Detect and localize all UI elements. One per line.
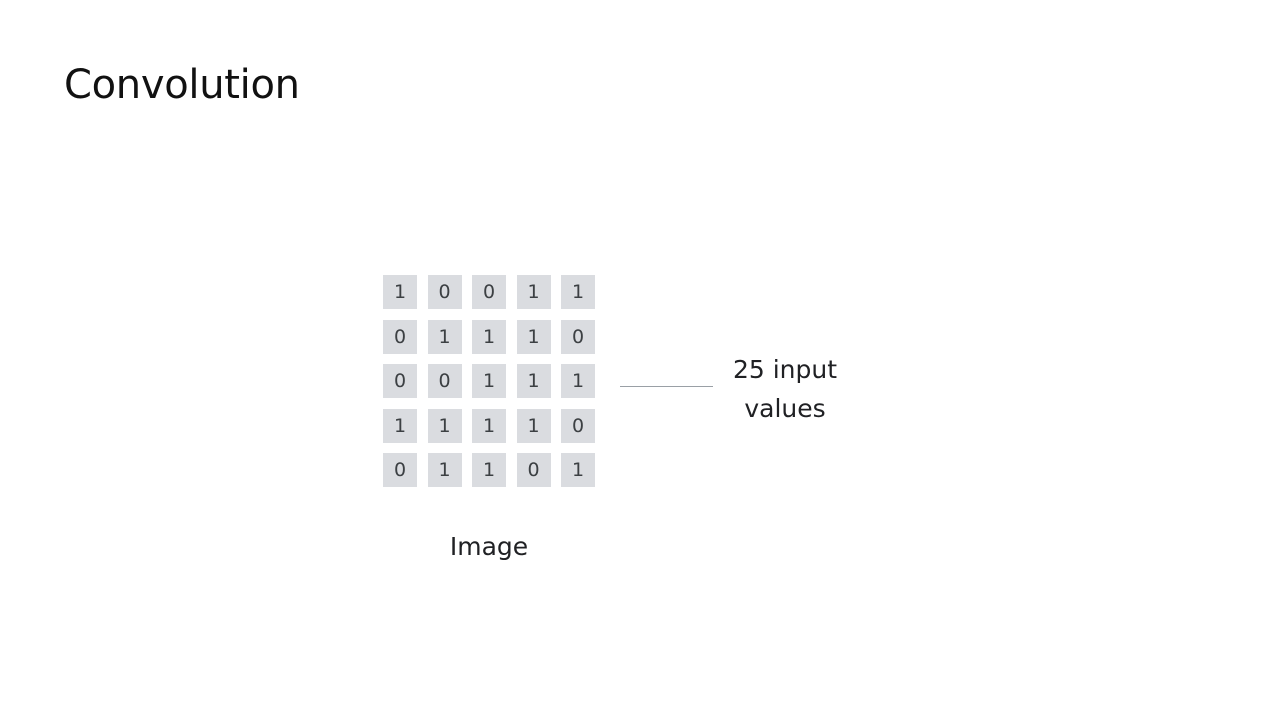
matrix-cell: 0	[561, 408, 595, 443]
matrix-cell: 0	[427, 364, 462, 398]
input-count-line-2: values	[744, 394, 826, 423]
matrix-cell: 0	[472, 275, 506, 309]
matrix-cell: 0	[516, 453, 551, 487]
matrix-caption: Image	[449, 532, 529, 561]
matrix-cell: 0	[561, 319, 595, 354]
matrix-cell: 0	[383, 364, 417, 398]
matrix-cell: 1	[472, 319, 506, 354]
matrix-cell: 1	[472, 453, 506, 487]
connector-line	[620, 386, 713, 387]
image-matrix: 1 0 0 1 1 0 1 1 1 0 0 0 1 1 1 1 1 1 1 0 …	[383, 275, 595, 487]
matrix-cell: 1	[561, 275, 595, 309]
matrix-cell: 1	[427, 319, 462, 354]
matrix-cell: 1	[472, 408, 506, 443]
matrix-cell: 1	[516, 408, 551, 443]
matrix-cell: 0	[427, 275, 462, 309]
input-count-label: 25 input values	[715, 350, 855, 428]
matrix-cell: 1	[516, 364, 551, 398]
matrix-cell: 1	[383, 275, 417, 309]
matrix-cell: 1	[561, 453, 595, 487]
input-count-line-1: 25 input	[732, 355, 838, 384]
slide-title: Convolution	[64, 62, 300, 108]
matrix-cell: 1	[427, 453, 462, 487]
matrix-cell: 1	[427, 408, 462, 443]
matrix-cell: 1	[561, 364, 595, 398]
matrix-cell: 0	[383, 453, 417, 487]
matrix-cell: 1	[516, 275, 551, 309]
matrix-cell: 1	[383, 408, 417, 443]
matrix-cell: 1	[516, 319, 551, 354]
matrix-cell: 1	[472, 364, 506, 398]
matrix-cell: 0	[383, 319, 417, 354]
